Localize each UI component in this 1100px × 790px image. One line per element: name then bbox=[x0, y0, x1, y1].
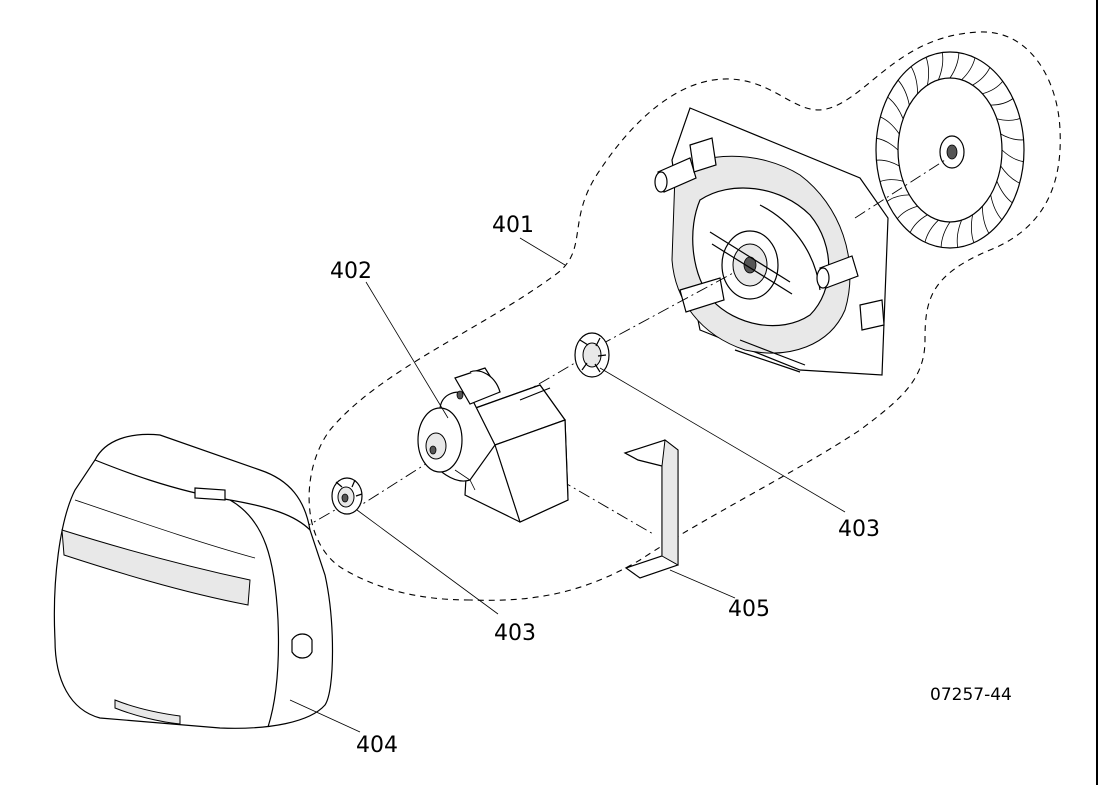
fan-blade bbox=[1001, 149, 1024, 163]
callout-403-left: 403 bbox=[494, 621, 536, 646]
fan-blade bbox=[887, 96, 904, 119]
blower-wheel bbox=[875, 51, 1025, 249]
drawing-reference-code: 07257-44 bbox=[930, 685, 1012, 705]
leader-line-404 bbox=[289, 699, 361, 733]
hub-right bbox=[574, 332, 610, 378]
fan-blade bbox=[876, 159, 900, 167]
fan-blade bbox=[938, 52, 944, 80]
callout-402: 402 bbox=[330, 259, 372, 284]
fan-blade bbox=[909, 214, 928, 233]
axis-line-motor-bracket bbox=[559, 479, 656, 536]
bracket bbox=[623, 439, 679, 579]
fan-blade bbox=[990, 194, 1003, 221]
fan-blade bbox=[940, 221, 951, 248]
leader-line-402 bbox=[365, 281, 449, 419]
fan-blade bbox=[876, 137, 899, 151]
fan-blade bbox=[996, 181, 1013, 204]
assembly-boundary-outline bbox=[308, 31, 1061, 601]
fan-blade bbox=[886, 194, 910, 202]
fan-blade bbox=[924, 219, 939, 243]
callout-405: 405 bbox=[728, 597, 770, 622]
hub-left bbox=[331, 477, 363, 515]
axis-line-housing-fan bbox=[854, 159, 946, 219]
callout-401: 401 bbox=[492, 213, 534, 238]
axis-line-hub-motor bbox=[349, 454, 441, 513]
fan-blade bbox=[897, 79, 910, 106]
fan-blade bbox=[982, 206, 990, 234]
leader-line-403-left bbox=[356, 509, 499, 615]
callout-403-right: 403 bbox=[838, 517, 880, 542]
fan-blade bbox=[972, 67, 991, 86]
fan-blade bbox=[990, 98, 1014, 106]
callout-404: 404 bbox=[356, 733, 398, 758]
fan-blade bbox=[961, 57, 976, 81]
cover bbox=[53, 433, 334, 729]
fan-blade bbox=[982, 80, 1004, 95]
fan-blade bbox=[925, 57, 930, 86]
fan-blade bbox=[1000, 133, 1024, 141]
fan-blade bbox=[879, 179, 904, 182]
fan-blade bbox=[949, 52, 960, 79]
fan-blade bbox=[956, 220, 962, 248]
motor bbox=[417, 367, 569, 523]
fan-blade bbox=[910, 66, 918, 94]
fan-blade bbox=[970, 214, 975, 243]
fan-blade bbox=[996, 118, 1021, 121]
fan-blade bbox=[896, 205, 918, 220]
fan-housing bbox=[654, 107, 889, 376]
leader-line-405 bbox=[669, 569, 736, 599]
fan-blade bbox=[1000, 165, 1020, 184]
fan-blade bbox=[880, 116, 900, 135]
axis-line-hub-housing bbox=[599, 271, 736, 346]
leader-line-403-right bbox=[599, 367, 846, 513]
leader-line-401 bbox=[519, 237, 566, 266]
